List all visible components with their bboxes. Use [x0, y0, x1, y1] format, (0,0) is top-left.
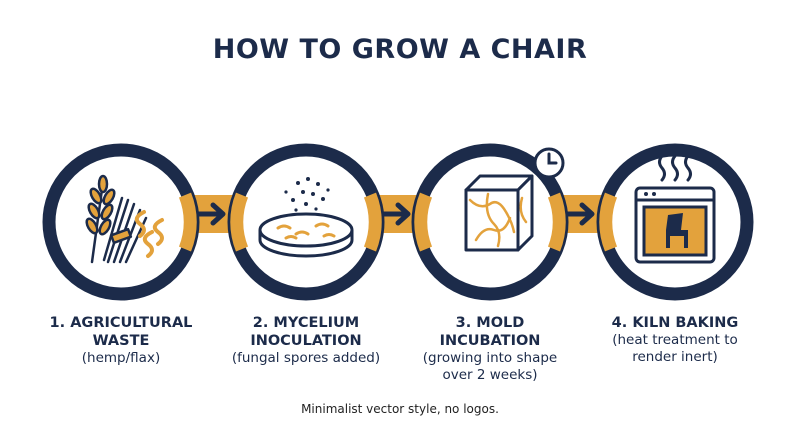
- step-2-subtext: (fungal spores added): [231, 350, 381, 366]
- chair-icon: [666, 213, 688, 248]
- step-4-label: 4. KILN BAKING (heat treatment to render…: [590, 314, 760, 366]
- page-title: HOW TO GROW A CHAIR: [212, 34, 588, 65]
- step-3-subtext-line1: (growing into shape: [422, 350, 558, 366]
- footer-caption: Minimalist vector style, no logos.: [301, 402, 499, 416]
- step-1-label: 1. AGRICULTURAL WASTE (hemp/flax): [36, 314, 206, 367]
- step-2-label: 2. MYCELIUM INOCULATION (fungal spores a…: [221, 314, 391, 367]
- arrow-right-icon: [195, 202, 226, 226]
- spores-icon: [284, 177, 330, 212]
- step-4-heading-line1: 4. KILN BAKING: [611, 315, 739, 331]
- step-2-heading-line1: 2. MYCELIUM: [252, 315, 360, 331]
- arrow-right-icon: [380, 202, 411, 226]
- step-1-subtext: (hemp/flax): [81, 350, 161, 366]
- petri-dish-icon: [258, 177, 354, 258]
- step-1-heading-line2: WASTE: [92, 333, 150, 349]
- step-3-label: 3. MOLD INCUBATION (growing into shape o…: [405, 314, 575, 384]
- oven-chair-icon: [634, 154, 716, 264]
- step-1-heading-line1: 1. AGRICULTURAL: [49, 315, 193, 331]
- heat-waves-icon: [658, 154, 692, 182]
- mold-cube-icon: [464, 174, 534, 252]
- step-4-subtext-line1: (heat treatment to: [612, 332, 738, 348]
- step-3-heading-line2: INCUBATION: [439, 333, 541, 349]
- clock-icon: [533, 147, 565, 179]
- arrow-right-icon: [564, 202, 595, 226]
- step-4-subtext-line2: render inert): [632, 349, 718, 365]
- step-2-heading-line2: INOCULATION: [250, 333, 362, 349]
- wheat-bundle-icon: [85, 174, 164, 264]
- step-3-subtext-line2: over 2 weeks): [442, 367, 538, 383]
- step-3-heading-line1: 3. MOLD: [455, 315, 525, 331]
